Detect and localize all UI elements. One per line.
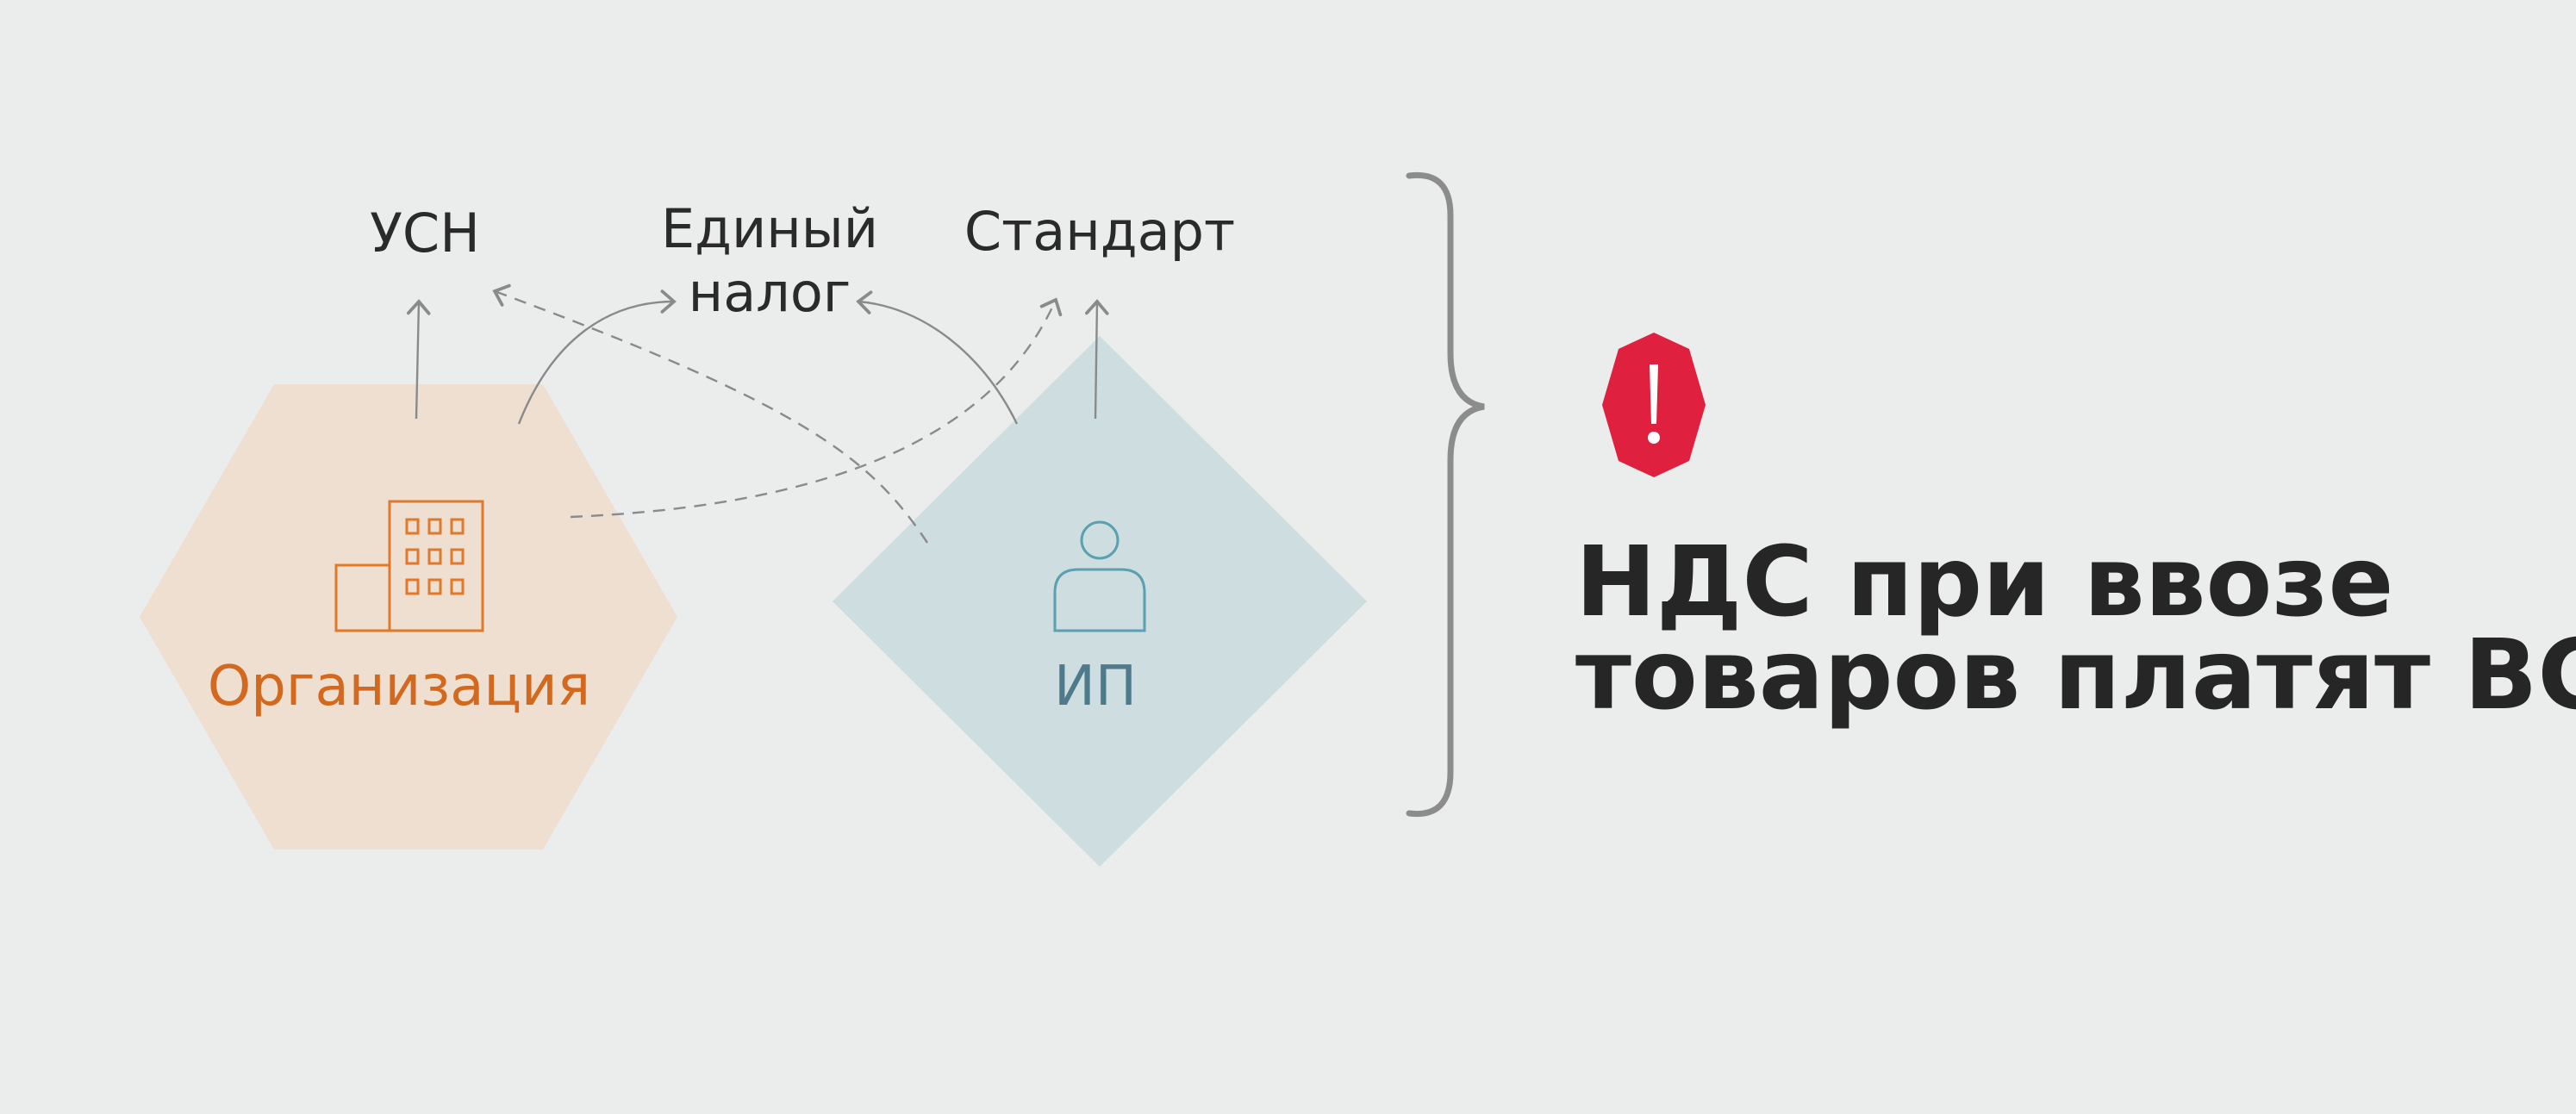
- arrow-ip-to-single-tax: [856, 290, 1019, 425]
- person-icon: [1053, 520, 1146, 632]
- curly-brace: [1406, 171, 1485, 818]
- ip-diamond: [833, 336, 1367, 867]
- building-icon: [334, 500, 484, 632]
- standard-label: Стандарт: [964, 200, 1235, 263]
- single-tax-label-line2: налог: [689, 261, 851, 324]
- headline-line1: НДС при ввозе: [1575, 526, 2393, 638]
- usn-label: УСН: [370, 202, 480, 264]
- arrow-org-to-single-tax: [517, 289, 677, 425]
- arrows: [406, 283, 1109, 544]
- arrow-org-to-standard: [570, 297, 1063, 519]
- organization-label: Организация: [208, 655, 590, 719]
- arrow-org-to-usn: [406, 299, 431, 420]
- arrow-ip-to-standard: [1085, 299, 1109, 420]
- headline-line2: товаров платят ВСЕ: [1575, 619, 2576, 731]
- single-tax-label-line1: Единый: [661, 197, 878, 260]
- arrow-ip-to-usn: [492, 283, 929, 544]
- warning-octagon-icon: [1602, 333, 1706, 477]
- ip-label: ИП: [1054, 655, 1137, 719]
- organization-hexagon: [140, 384, 677, 850]
